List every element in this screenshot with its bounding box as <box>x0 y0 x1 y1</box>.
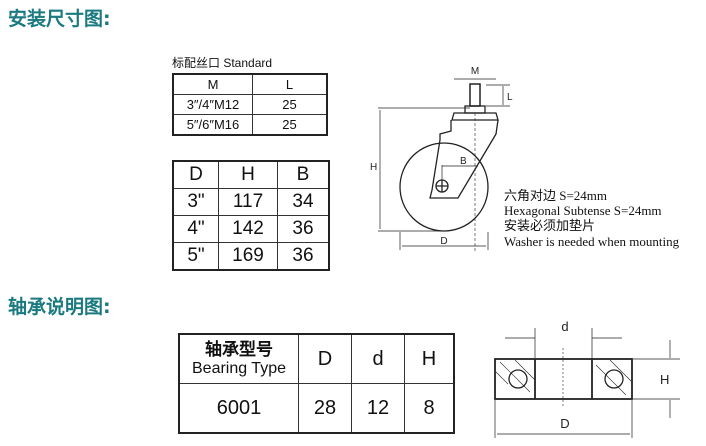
label-h: H <box>370 162 377 173</box>
cell: 5″/6″M16 <box>172 114 253 136</box>
note-washer-cn: 安装必须加垫片 <box>504 218 595 233</box>
table-row: 6001 28 12 8 <box>178 383 455 434</box>
header-h: H <box>404 333 455 384</box>
label-d: D <box>440 236 447 247</box>
cell: 12 <box>351 383 405 434</box>
note-hex-en: Hexagonal Subtense S=24mm <box>504 203 662 218</box>
bearing-drawing: d H D <box>494 319 680 438</box>
label-h: H <box>660 372 669 387</box>
note-hex-cn: 六角对边 S=24mm <box>504 188 607 203</box>
thread-table-caption: 标配丝口 Standard <box>172 56 273 70</box>
header-en: Bearing Type <box>192 359 286 377</box>
header-small-d: d <box>351 333 405 384</box>
cell: 28 <box>298 383 352 434</box>
cell: 25 <box>252 94 328 115</box>
section-title-bearing: 轴承说明图: <box>8 296 111 318</box>
cell: 36 <box>277 242 330 271</box>
cell: 4" <box>172 215 219 243</box>
caster-drawing: M L H B D 六角对边 S=24mm Hexagonal Subtense… <box>370 66 680 252</box>
header-d: D <box>298 333 352 384</box>
cell: 3″/4″M12 <box>172 94 253 115</box>
cell: 36 <box>277 215 330 243</box>
cell: 8 <box>404 383 455 434</box>
label-small-d: d <box>561 319 568 334</box>
label-b: B <box>460 156 467 167</box>
note-washer-en: Washer is needed when mounting <box>504 234 680 249</box>
cell: 6001 <box>178 383 299 434</box>
header-h: H <box>218 160 278 189</box>
label-l: L <box>507 92 513 103</box>
cell: 117 <box>218 188 278 216</box>
cell: 34 <box>277 188 330 216</box>
cell: 3" <box>172 188 219 216</box>
cell: 25 <box>252 114 328 136</box>
label-big-d: D <box>560 416 569 431</box>
cell: 142 <box>218 215 278 243</box>
header-cn: 轴承型号 <box>205 339 273 359</box>
section-title-installation: 安装尺寸图: <box>8 8 111 30</box>
cell: 169 <box>218 242 278 271</box>
label-m: M <box>471 66 479 77</box>
